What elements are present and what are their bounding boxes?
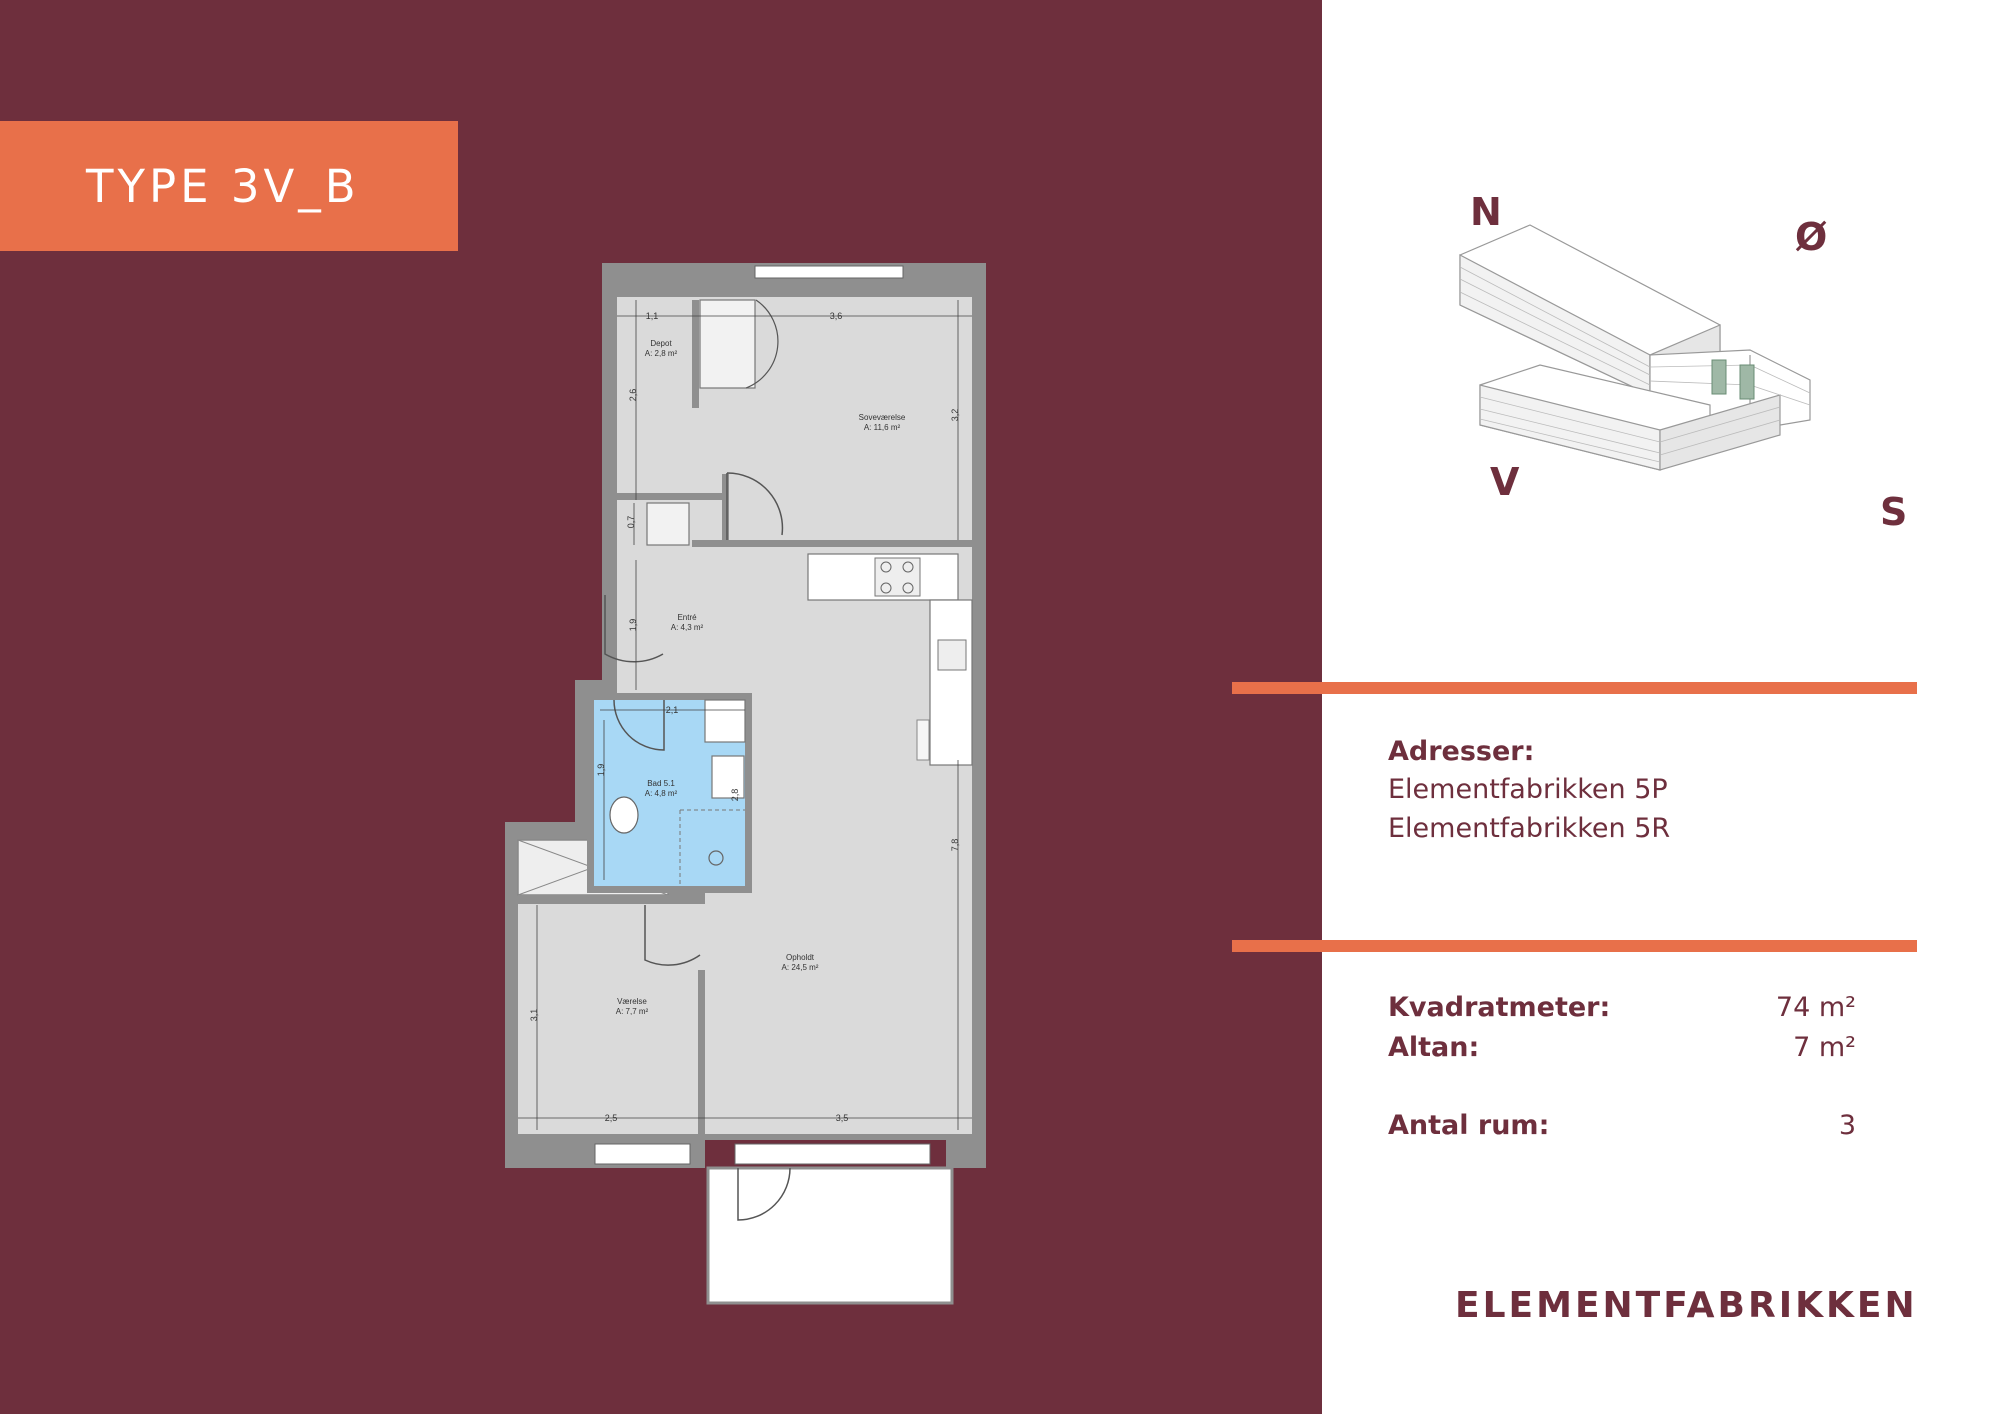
dim-label: 1,9 (628, 619, 638, 632)
dim-label: 3,5 (836, 1113, 849, 1123)
info-panel (1322, 0, 2000, 1414)
area-label: Kvadratmeter: (1388, 992, 1611, 1023)
room-area: A: 11,6 m² (864, 423, 901, 432)
floor-bedroom-depot (617, 297, 972, 542)
dim-label: 2,8 (730, 789, 740, 802)
room-name: Værelse (617, 997, 647, 1006)
dim-label: 3,2 (950, 409, 960, 422)
balcony-label: Altan: (1388, 1032, 1480, 1063)
compass-west: V (1490, 460, 1520, 504)
floor-room (518, 900, 705, 1134)
room-name: Opholdt (786, 953, 815, 962)
dim-label: 3,6 (830, 311, 843, 321)
room-area: A: 4,3 m² (671, 623, 704, 632)
room-area: A: 24,5 m² (782, 963, 819, 972)
dim-label: 7,8 (950, 839, 960, 852)
dim-label: 2,1 (666, 705, 679, 715)
type-badge: TYPE 3V_B (0, 121, 458, 251)
room-area: A: 7,7 m² (616, 1007, 649, 1016)
dim-label: 0,7 (626, 516, 636, 529)
dim-label: 2,6 (628, 389, 638, 402)
room-name: Entré (677, 613, 697, 622)
balcony-value: 7 m² (1793, 1032, 1856, 1063)
dim-label: 1,1 (646, 311, 659, 321)
balcony-door-swing (737, 1167, 791, 1221)
room-name: Soveværelse (859, 413, 906, 422)
type-label: TYPE 3V_B (86, 160, 360, 213)
address-line: Elementfabrikken 5R (1388, 813, 1671, 844)
brand-logo: ELEMENTFABRIKKEN (1455, 1285, 1918, 1326)
dim-label: 3,1 (529, 1009, 539, 1022)
rooms-value: 3 (1838, 1110, 1856, 1141)
address-label: Adresser: (1388, 736, 1535, 767)
rooms-label: Antal rum: (1388, 1110, 1550, 1141)
dim-label: 1,9 (596, 764, 606, 777)
room-name: Bad 5.1 (647, 779, 675, 788)
room-area: A: 4,8 m² (645, 789, 678, 798)
room-area: A: 2,8 m² (645, 349, 678, 358)
room-name: Depot (650, 339, 672, 348)
building-diagram (1459, 224, 1811, 471)
divider-bottom (1232, 940, 1917, 952)
compass-east: Ø (1795, 215, 1828, 259)
area-value: 74 m² (1775, 992, 1856, 1023)
compass-south: S (1880, 490, 1908, 534)
dim-label: 2,5 (605, 1113, 618, 1123)
address-line: Elementfabrikken 5P (1388, 774, 1668, 805)
compass-north: N (1470, 190, 1502, 234)
divider-top (1232, 682, 1917, 694)
floor-plan: 1,1 3,6 2,6 3,2 0,7 1,9 2,1 1,9 2,8 7,8 … (505, 263, 986, 1305)
balcony (706, 1166, 954, 1305)
